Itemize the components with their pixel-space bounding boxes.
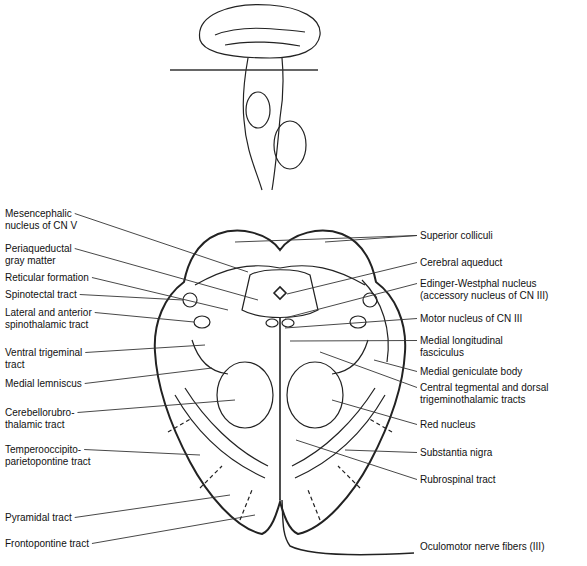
midline — [279, 318, 281, 500]
leader-line — [85, 345, 205, 353]
structure-label: Substantia nigra — [420, 447, 580, 459]
tectum-boundary — [195, 266, 365, 285]
structure-label: Red nucleus — [420, 419, 580, 431]
leader-line — [235, 236, 417, 243]
oculomotor-nucleus — [266, 319, 278, 327]
leader-line — [287, 263, 417, 295]
leader-line — [75, 249, 258, 301]
leader-line — [374, 360, 417, 372]
structure-label: Medial lemniscus — [5, 378, 135, 390]
leader-line — [332, 400, 417, 425]
leader-line — [95, 313, 194, 323]
structure-label: Pyramidal tract — [5, 512, 135, 524]
leader-line — [345, 450, 417, 453]
oculomotor-nerve — [282, 500, 414, 555]
red-nucleus — [287, 362, 343, 428]
periaqueductal-gray — [242, 270, 318, 318]
structure-label: Superior colliculi — [420, 230, 580, 242]
structure-label: Temperooccipito-parietopontine tract — [5, 444, 97, 468]
leader-line — [85, 368, 212, 384]
structure-label: Frontopontine tract — [5, 538, 135, 550]
crus-divisions — [168, 418, 392, 520]
structure-label: Rubrospinal tract — [420, 474, 580, 486]
leader-line — [290, 340, 417, 342]
leader-line — [92, 515, 255, 544]
structure-label: Reticular formation — [5, 272, 135, 284]
leader-line — [75, 214, 248, 273]
leader-line — [285, 284, 417, 319]
structure-label: Cerebellorubro-thalamic tract — [5, 407, 87, 431]
medial-lemniscus — [192, 340, 368, 374]
cerebellum — [274, 121, 306, 169]
structure-label: Edinger-Westphal nucleus (accessory nucl… — [420, 278, 570, 302]
structure-label: Ventral trigeminal tract — [5, 347, 85, 371]
leader-line — [84, 450, 200, 456]
structure-label: Mesencephalic nucleus of CN V — [5, 208, 87, 232]
structure-label: Periaqueductal gray matter — [5, 243, 87, 267]
leader-line — [80, 295, 183, 301]
red-nucleus — [217, 362, 273, 428]
leader-line — [92, 278, 228, 311]
midbrain-outline — [155, 231, 405, 534]
pons — [246, 92, 270, 128]
structure-label: Spinotectal tract — [5, 289, 135, 301]
substantia-nigra — [175, 388, 385, 478]
structure-label: Central tegmental and dorsal trigeminoth… — [420, 382, 570, 406]
cerebrum-sulcus — [215, 28, 305, 46]
aqueduct — [274, 287, 286, 299]
structure-label: Medial longitudinal fasciculus — [420, 335, 520, 359]
oculomotor-nucleus — [282, 319, 294, 327]
structure-label: Motor nucleus of CN III — [420, 313, 580, 325]
cerebrum-outline — [200, 5, 321, 58]
structure-label: Medial geniculate body — [420, 366, 580, 378]
leader-line — [325, 236, 417, 243]
structure-label: Cerebral aqueduct — [420, 257, 580, 269]
structure-label: Lateral and anterior spinothalamic tract — [5, 307, 105, 331]
leader-line — [77, 400, 235, 413]
structure-label: Oculomotor nerve fibers (III) — [420, 541, 580, 553]
spinothalamic-tract — [194, 316, 210, 328]
section-plane — [170, 69, 318, 71]
leader-line — [285, 319, 417, 329]
spinotectal-tract — [363, 293, 377, 307]
brainstem-outline — [243, 58, 283, 190]
leader-line — [75, 495, 230, 518]
leader-line — [320, 352, 417, 388]
leader-line — [296, 440, 417, 480]
